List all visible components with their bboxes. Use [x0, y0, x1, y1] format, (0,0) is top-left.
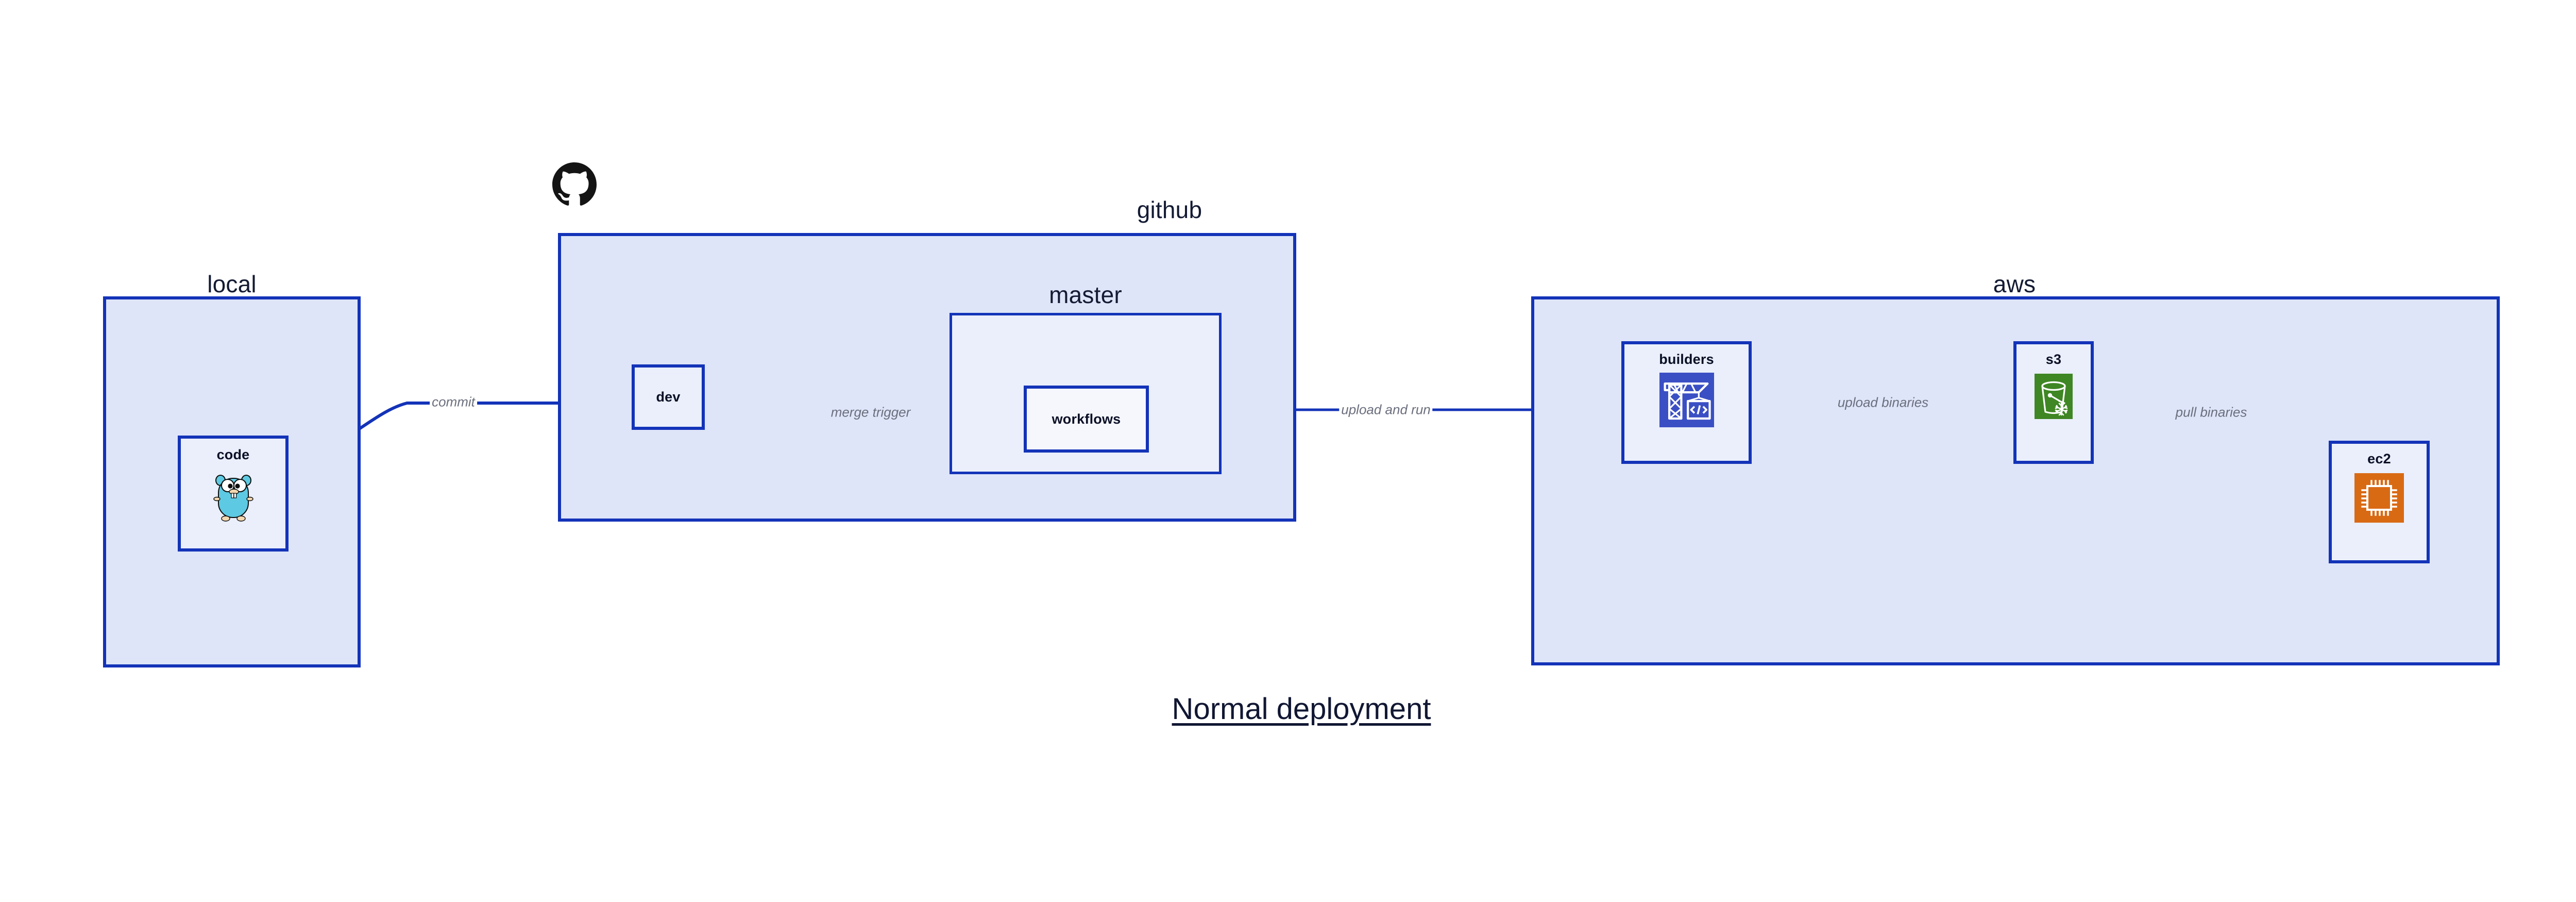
node-label-code: code [216, 447, 250, 462]
edge-label-upload-binaries: upload binaries [1835, 394, 1931, 411]
group-label-master: master [1049, 281, 1122, 308]
node-dev[interactable]: dev [632, 364, 705, 430]
group-local[interactable] [103, 296, 361, 667]
node-label-s3: s3 [2045, 352, 2062, 367]
edge-label-pull-binaries: pull binaries [2173, 404, 2249, 421]
edge-label-upload-and-run: upload and run [1339, 402, 1433, 418]
go-gopher-icon [212, 469, 255, 525]
node-ec2[interactable]: ec2 [2329, 441, 2430, 563]
node-s3[interactable]: s3 [2013, 341, 2094, 464]
node-code[interactable]: code [178, 436, 289, 552]
node-workflows[interactable]: workflows [1024, 386, 1149, 453]
group-label-github: github [1137, 196, 1202, 223]
ec2-chip-icon [2354, 473, 2404, 525]
node-label-dev: dev [656, 389, 681, 405]
group-label-aws: aws [1993, 271, 2036, 297]
edge-label-commit: commit [430, 394, 477, 410]
diagram-title: Normal deployment [1172, 692, 1431, 726]
node-label-ec2: ec2 [2367, 451, 2391, 466]
s3-bucket-icon [2035, 374, 2073, 422]
edge-label-merge-trigger: merge trigger [828, 404, 913, 421]
node-builders[interactable]: builders [1621, 341, 1752, 464]
github-logo-icon [552, 162, 597, 207]
crane-icon [1659, 373, 1714, 430]
group-label-local: local [207, 271, 257, 297]
node-label-builders: builders [1659, 352, 1714, 367]
node-label-workflows: workflows [1052, 411, 1121, 427]
